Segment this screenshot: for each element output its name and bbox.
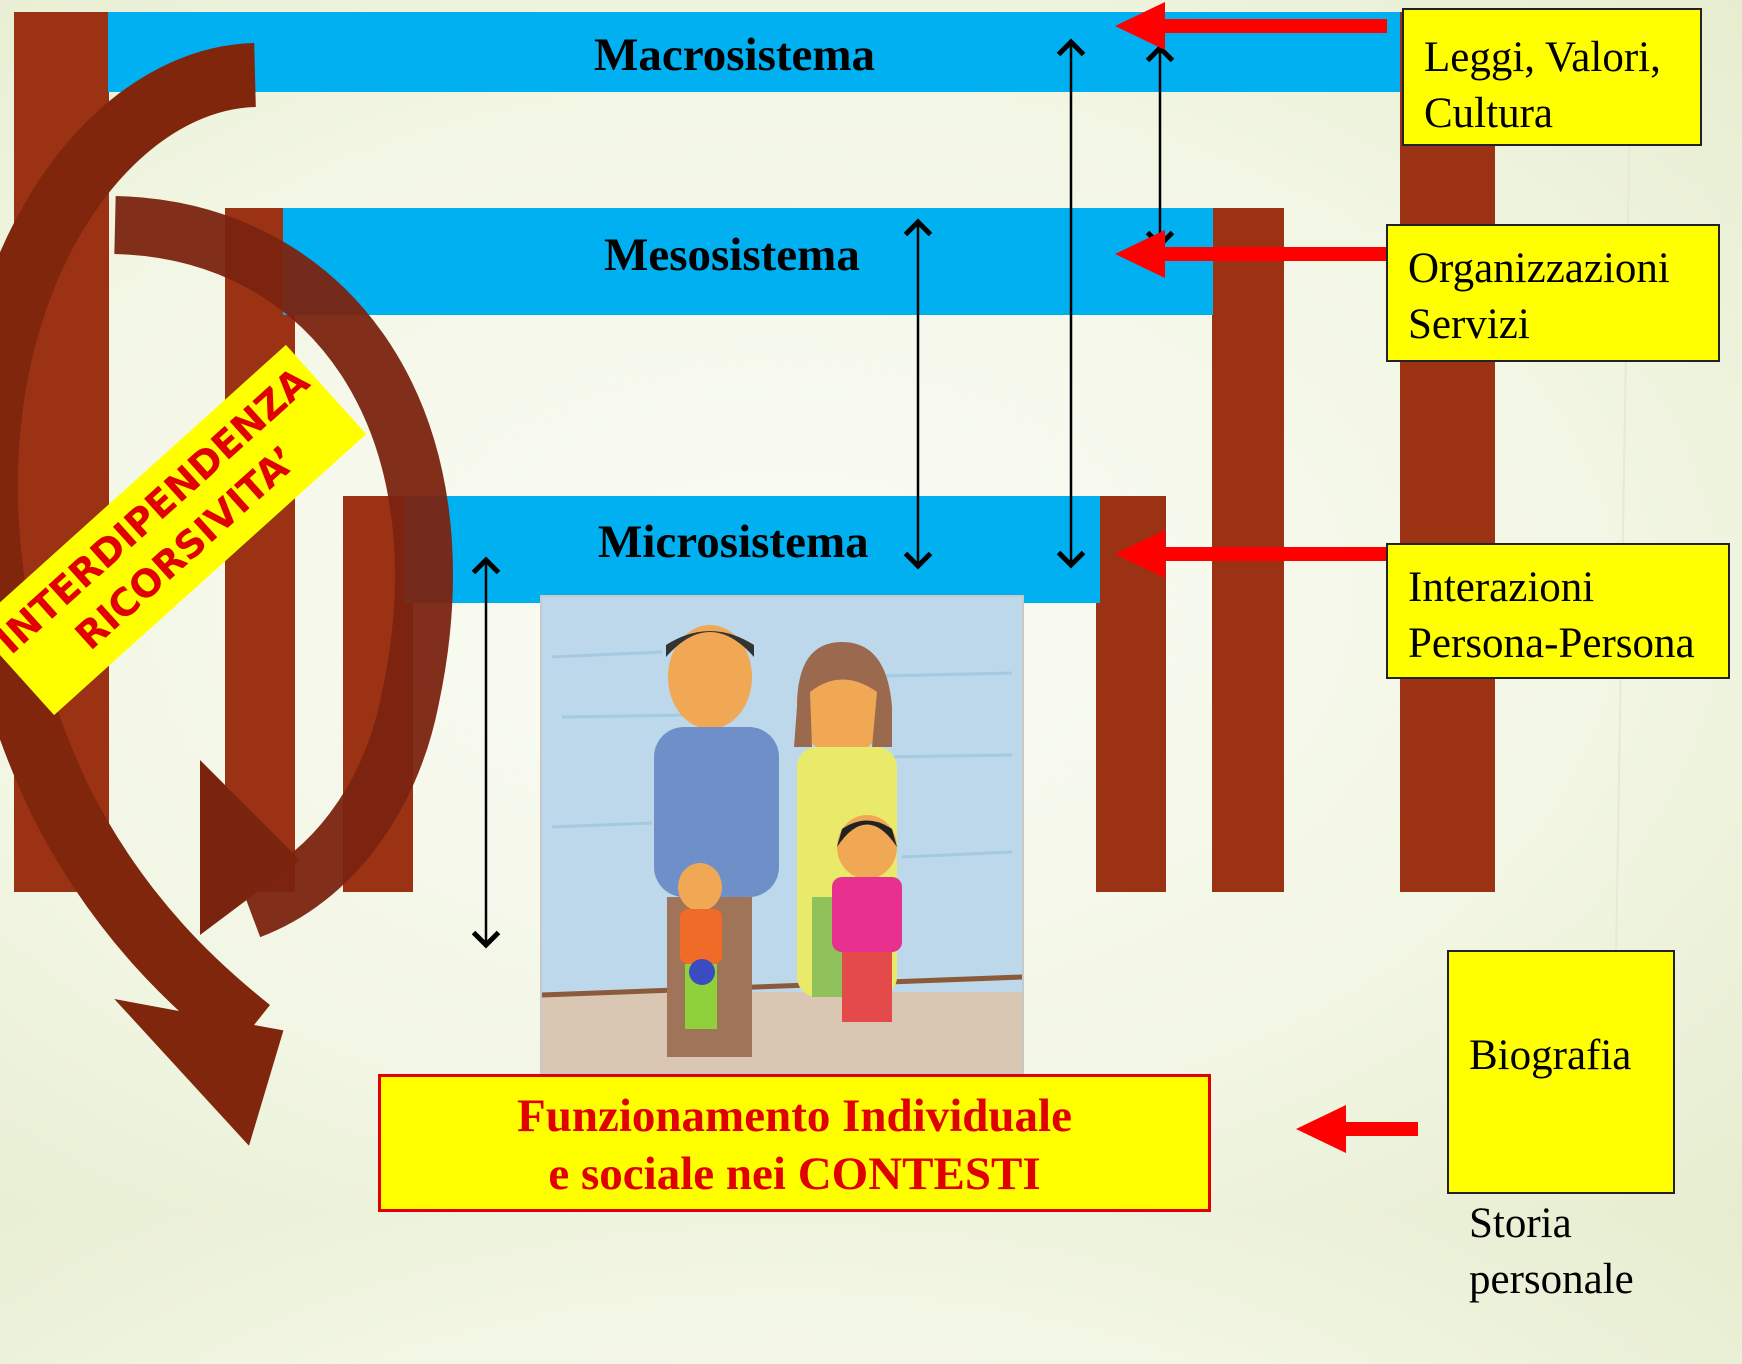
factor-box-micro: Interazioni Persona-Persona: [1386, 543, 1730, 679]
outcome-line-1: Funzionamento Individuale: [381, 1087, 1208, 1145]
biography-label: Biografia: [1469, 1028, 1673, 1084]
personal-history-label: Storia personale: [1469, 1196, 1673, 1308]
red-arrow-micro: [1115, 530, 1387, 578]
factor-box-meso: Organizzazioni Servizi: [1386, 224, 1720, 362]
family-drawing-image: [542, 597, 1022, 1073]
outcome-box: Funzionamento Individuale e sociale nei …: [378, 1074, 1211, 1212]
child-drawing-family: [540, 595, 1024, 1075]
outcome-line-2: e sociale nei CONTESTI: [381, 1145, 1208, 1203]
factor-box-biography: Biografia Storia personale: [1447, 950, 1675, 1194]
red-arrow-biography: [1296, 1105, 1418, 1153]
red-arrow-macro: [1115, 2, 1387, 50]
red-arrow-meso: [1115, 230, 1387, 278]
factor-box-macro: Leggi, Valori, Cultura: [1402, 8, 1702, 146]
